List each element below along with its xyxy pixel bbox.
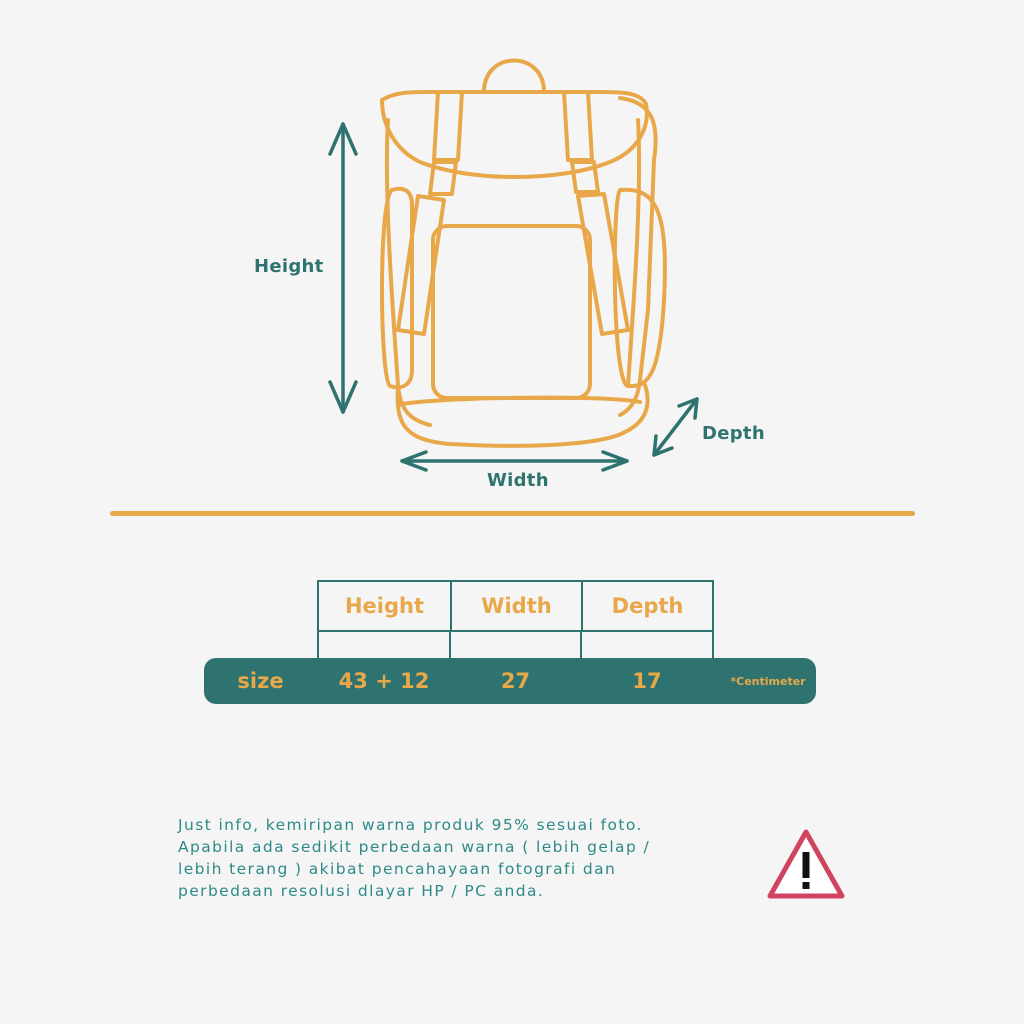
warning-icon [767,829,845,899]
info-line: lebih terang ) akibat pencahayaan fotogr… [178,860,617,878]
height-label: Height [254,256,324,277]
value-width: 27 [500,669,531,693]
table-divider [712,632,714,704]
header-height: Height [317,580,450,632]
value-depth: 17 [632,669,662,693]
width-label: Width [487,470,549,491]
row-label: size [237,669,284,693]
arrow-horizontal-icon [400,450,629,472]
section-divider [110,511,915,516]
backpack-diagram [328,58,699,472]
arrow-diagonal-icon [652,397,699,457]
unit-note: *Centimeter [730,674,806,688]
info-line: Just info, kemiripan warna produk 95% se… [178,816,643,834]
info-line: Apabila ada sedikit perbedaan warna ( le… [178,838,651,856]
table-divider [580,632,582,704]
header-width: Width [450,580,581,632]
info-text: Just info, kemiripan warna produk 95% se… [178,814,748,902]
size-row [204,658,816,704]
depth-label: Depth [702,423,765,444]
table-divider [449,632,451,704]
table-divider [317,632,319,704]
backpack-icon [380,58,667,448]
header-depth: Depth [581,580,714,632]
arrow-vertical-icon [328,122,358,414]
value-height: 43 + 12 [338,669,430,693]
info-line: perbedaan resolusi dlayar HP / PC anda. [178,882,545,900]
